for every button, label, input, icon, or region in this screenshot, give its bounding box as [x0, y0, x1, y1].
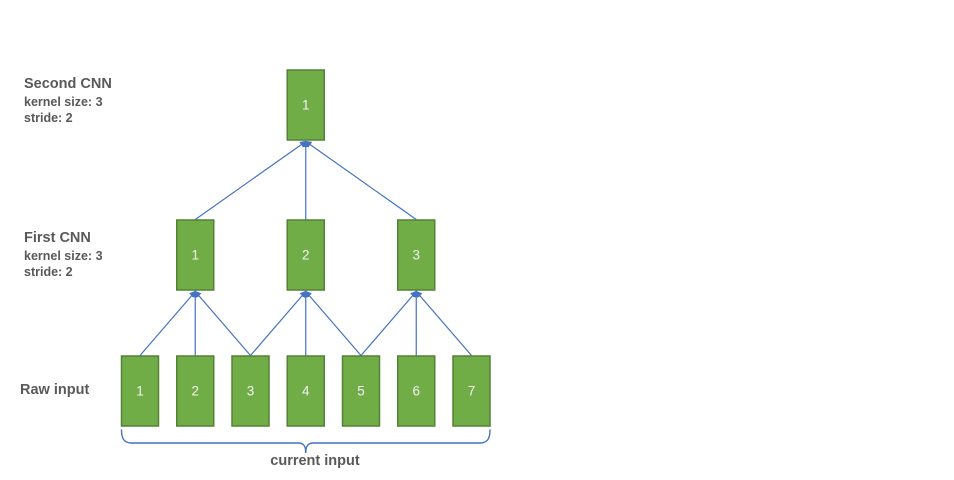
raw-input-box-6 [397, 355, 436, 427]
current-input-bracket [120, 429, 491, 454]
first-cnn-box-2 [286, 219, 325, 291]
connection-arrow-raw-input-3-to-first-cnn-1 [194, 290, 251, 356]
raw-input-box-5-number: 5 [357, 384, 365, 399]
raw-input-box-3-number: 3 [247, 384, 255, 399]
boxes-group: 1 1 2 3 1 2 3 4 5 6 7 [120, 69, 491, 427]
first-cnn-kernel: kernel size: 3 [24, 249, 103, 263]
current-input-label: current input [270, 453, 360, 469]
raw-input-box-6-number: 6 [412, 384, 420, 399]
raw-input-box-7-number: 7 [468, 384, 476, 399]
first-cnn-title: First CNN [24, 230, 91, 246]
first-cnn-box-3 [397, 219, 436, 291]
second-cnn-kernel: kernel size: 3 [24, 95, 103, 109]
raw-input-box-2-number: 2 [191, 384, 199, 399]
connection-arrow-raw-input-1-to-first-cnn-1 [139, 290, 197, 356]
connections-group [139, 140, 472, 356]
connection-arrow-raw-input-7-to-first-cnn-3 [415, 290, 472, 356]
raw-input-box-5 [341, 355, 381, 427]
raw-input-box-1 [120, 355, 160, 427]
second-cnn-box-1 [286, 69, 325, 141]
first-cnn-box-2-number: 2 [302, 248, 310, 263]
raw-input-box-2 [176, 355, 215, 427]
first-cnn-stride: stride: 2 [24, 265, 73, 279]
second-cnn-stride: stride: 2 [24, 111, 73, 125]
raw-input-title: Raw input [20, 382, 90, 398]
raw-input-box-1-number: 1 [136, 384, 144, 399]
raw-input-box-4-number: 4 [302, 384, 310, 399]
raw-input-box-4 [286, 355, 325, 427]
raw-input-box-3 [231, 355, 270, 427]
connection-arrow-first-cnn-1-to-second-cnn-1 [194, 140, 307, 220]
raw-input-box-7 [452, 355, 491, 427]
connection-arrow-raw-input-5-to-first-cnn-3 [360, 290, 418, 356]
first-cnn-box-3-number: 3 [412, 248, 420, 263]
second-cnn-box-1-number: 1 [302, 98, 310, 113]
connection-arrow-first-cnn-3-to-second-cnn-1 [304, 140, 417, 220]
connection-arrow-raw-input-5-to-first-cnn-2 [304, 290, 362, 356]
first-cnn-box-1 [176, 219, 215, 291]
layer-label-raw-input: Raw input [20, 380, 89, 400]
connection-arrow-raw-input-3-to-first-cnn-2 [250, 290, 307, 356]
layer-label-second-cnn: Second CNN kernel size: 3 stride: 2 [24, 74, 112, 126]
second-cnn-title: Second CNN [24, 76, 112, 92]
layer-label-first-cnn: First CNN kernel size: 3 stride: 2 [24, 228, 103, 280]
first-cnn-box-1-number: 1 [191, 248, 199, 263]
